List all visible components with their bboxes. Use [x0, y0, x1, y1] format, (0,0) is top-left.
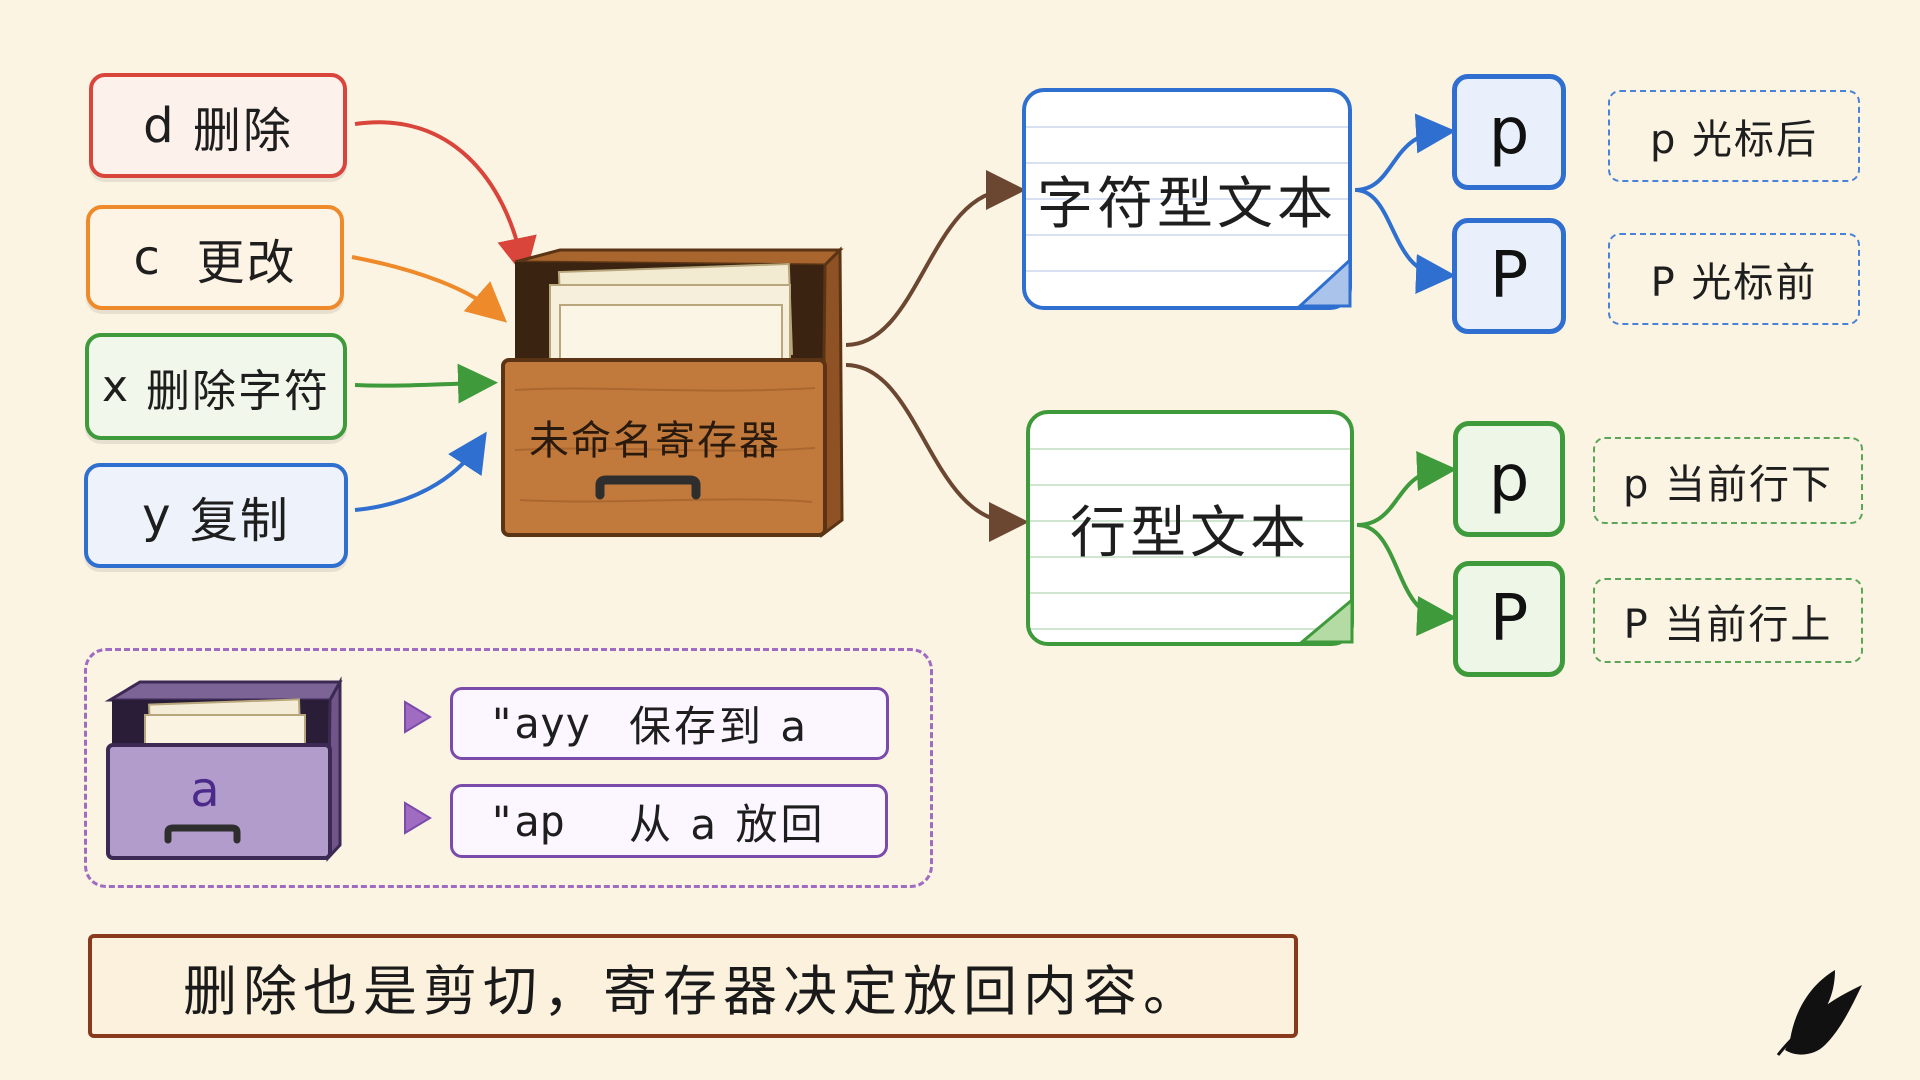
branch-char-before	[1354, 188, 1456, 294]
op-delete-char-label: 删除字符	[146, 365, 331, 417]
cmd-yank-to-a-desc: 保存到 a	[629, 702, 810, 751]
line-text-title: 行型文本	[1070, 500, 1310, 566]
char-text-card: 字符型文本	[1022, 88, 1352, 310]
op-change-label: 更改	[196, 234, 297, 291]
arrow-to-char-text	[845, 170, 1026, 347]
summary-text: 删除也是剪切，寄存器决定放回内容。	[183, 959, 1203, 1023]
line-paste-after-desc: p 当前行下	[1593, 437, 1863, 524]
arrow-change	[351, 255, 508, 323]
branch-line-after	[1356, 451, 1457, 527]
branch-char-after	[1354, 113, 1456, 192]
op-delete-key: d	[143, 97, 176, 154]
cmd-yank-to-a: "ayy 保存到 a	[450, 687, 889, 760]
op-change-box: c 更改	[86, 205, 344, 310]
named-register-label: a	[190, 762, 220, 818]
key-p-line: p	[1453, 421, 1565, 537]
op-delete-char-key: x	[101, 361, 131, 412]
op-yank-box: y 复制	[84, 463, 348, 568]
summary-banner: 删除也是剪切，寄存器决定放回内容。	[88, 934, 1298, 1038]
key-shift-p-line: P	[1453, 561, 1565, 677]
arrow-delete-char	[354, 363, 498, 404]
branch-line-before	[1356, 523, 1457, 636]
line-text-card: 行型文本	[1026, 410, 1354, 646]
cmd-paste-from-a: "ap 从 a 放回	[450, 784, 888, 858]
char-paste-after-desc: p 光标后	[1608, 90, 1860, 182]
arrow-delete	[354, 120, 537, 278]
cmd-paste-from-a-code: "ap	[489, 796, 565, 846]
op-delete-box: d 删除	[89, 73, 347, 178]
op-yank-key: y	[142, 487, 173, 544]
key-p-char: p	[1452, 74, 1566, 190]
cmd-paste-from-a-desc: 从 a 放回	[629, 799, 826, 849]
arrow-to-line-text	[845, 363, 1029, 542]
unnamed-register-label: 未命名寄存器	[529, 418, 781, 464]
char-paste-before-desc: P 光标前	[1608, 233, 1860, 325]
line-paste-before-desc: P 当前行上	[1593, 578, 1863, 663]
cmd-yank-to-a-code: "ayy	[489, 699, 591, 748]
op-change-key: c	[133, 229, 162, 286]
char-text-title: 字符型文本	[1037, 171, 1337, 237]
named-register-panel	[84, 648, 933, 888]
key-shift-p-char: P	[1452, 218, 1566, 334]
op-yank-label: 复制	[189, 492, 290, 549]
op-delete-label: 删除	[192, 102, 293, 159]
arrow-yank	[354, 431, 487, 512]
op-delete-char-box: x 删除字符	[85, 333, 347, 440]
